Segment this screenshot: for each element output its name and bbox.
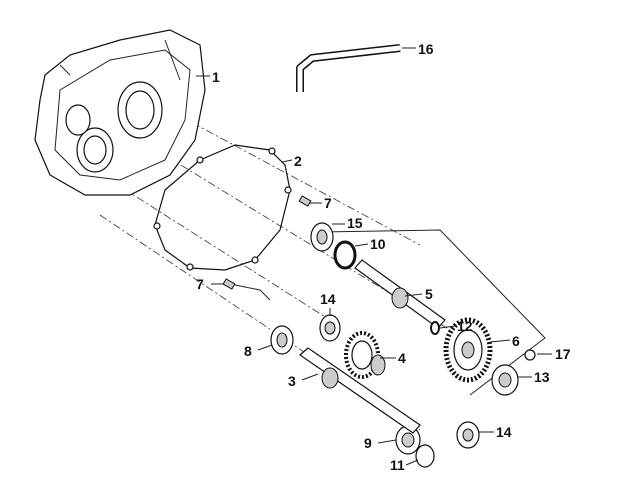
gear-small: [344, 331, 386, 379]
callout-3: 3: [288, 373, 296, 389]
callout-8: 8: [244, 343, 252, 359]
leader-lines: [196, 47, 552, 466]
dowel-pin: [298, 195, 312, 207]
callout-6: 6: [512, 333, 520, 349]
callout-7: 7: [196, 276, 204, 292]
callout-11: 11: [390, 457, 405, 473]
gasket: [153, 144, 292, 271]
callout-7: 7: [324, 195, 332, 211]
callouts: 1 16 2 7 15 10 5 7 14 12 6 17 8 4 3 13 1…: [196, 41, 571, 473]
callout-4: 4: [398, 350, 406, 366]
callout-13: 13: [534, 369, 550, 385]
callout-9: 9: [364, 435, 372, 451]
callout-2: 2: [294, 153, 302, 169]
callout-17: 17: [555, 346, 571, 362]
callout-5: 5: [425, 286, 433, 302]
callout-14: 14: [496, 424, 512, 440]
shaft-input: [299, 347, 421, 434]
callout-1: 1: [212, 69, 220, 85]
gear-large: [443, 317, 493, 383]
bearings: [270, 222, 536, 468]
callout-16: 16: [418, 41, 434, 57]
callout-14: 14: [320, 291, 336, 307]
crankcase-housing: [34, 29, 206, 196]
shaft-output: [354, 259, 446, 335]
callout-12: 12: [457, 318, 473, 334]
callout-15: 15: [347, 215, 363, 231]
dowel-pin: [222, 278, 236, 290]
callout-10: 10: [370, 236, 386, 252]
